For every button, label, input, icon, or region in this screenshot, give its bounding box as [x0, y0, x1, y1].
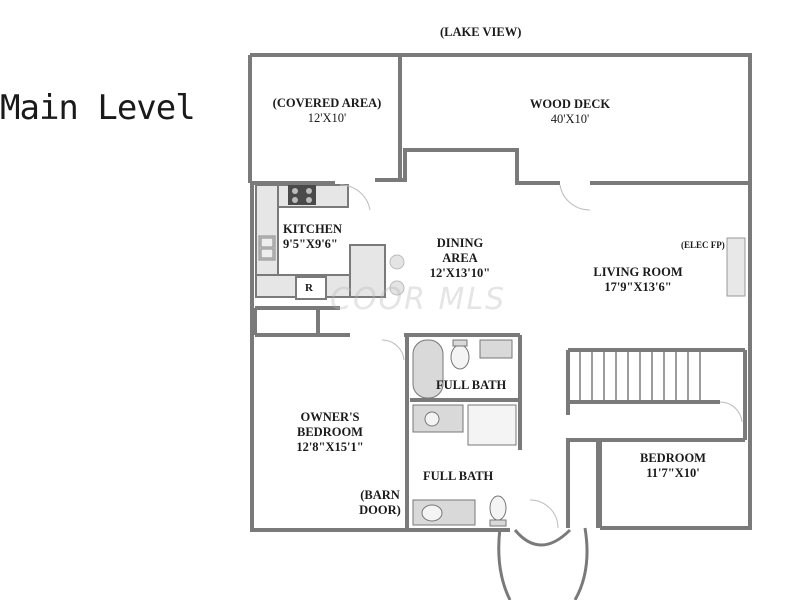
- refrigerator-label: R: [305, 282, 313, 294]
- floor-title: Main Level: [0, 88, 196, 128]
- covered-area-label: (COVERED AREA)12'X10': [272, 96, 382, 125]
- watermark: COOR MLS: [330, 282, 507, 317]
- full-bath-1-label: FULL BATH: [436, 378, 507, 392]
- elec-fp-label: (ELEC FP): [681, 240, 725, 250]
- full-bath-2-label: FULL BATH: [423, 469, 494, 483]
- lake-view-label: (LAKE VIEW): [440, 25, 522, 39]
